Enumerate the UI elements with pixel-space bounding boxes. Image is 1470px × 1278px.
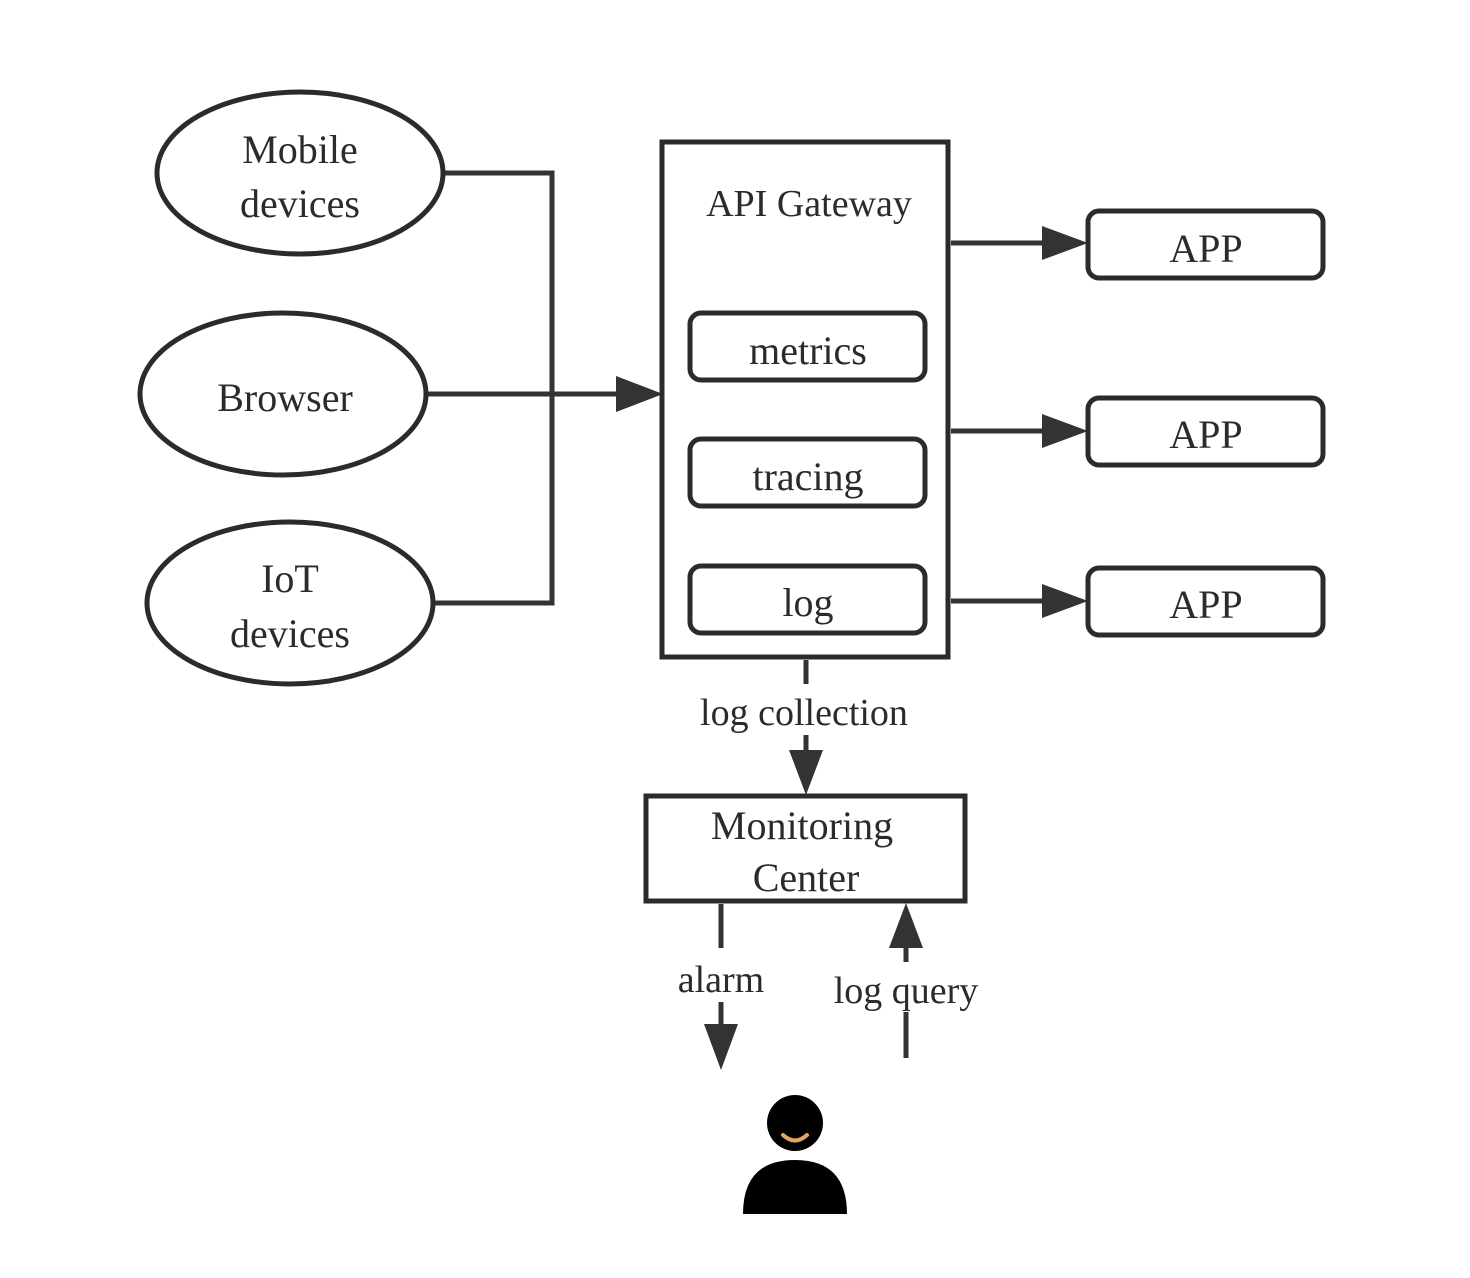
gateway-module-log: log [687, 563, 928, 636]
browser-label: Browser [217, 375, 353, 420]
app-node-2: APP [1085, 395, 1326, 468]
iot-devices-node: IoT devices [144, 519, 436, 687]
monitoring-center-label-line2: Center [753, 855, 860, 900]
monitoring-center-node: Monitoring Center [643, 793, 968, 904]
alarm-arrowhead [704, 1024, 738, 1070]
mobile-devices-label-line2: devices [240, 181, 360, 226]
app-3-arrowhead [1042, 584, 1088, 618]
monitoring-center-label-line1: Monitoring [711, 803, 893, 848]
app-3-label: APP [1169, 582, 1242, 627]
api-gateway-node: API Gateway metrics tracing log [659, 139, 951, 660]
metrics-label: metrics [749, 328, 867, 373]
app-node-1: APP [1085, 208, 1326, 281]
iot-devices-label-line1: IoT [261, 556, 319, 601]
mobile-connector [443, 170, 555, 394]
log-label: log [782, 580, 833, 625]
app-1-arrowhead [1042, 226, 1088, 260]
alarm-edge: alarm [678, 904, 765, 1070]
app-2-label: APP [1169, 412, 1242, 457]
iot-connector [433, 394, 555, 606]
iot-devices-label-line2: devices [230, 611, 350, 656]
tracing-label: tracing [752, 454, 863, 499]
log-collection-edge: log collection [700, 660, 908, 795]
app-connectors [951, 226, 1088, 618]
log-query-label: log query [834, 970, 979, 1012]
client-connectors [426, 170, 663, 606]
log-collection-label: log collection [700, 692, 908, 734]
mobile-devices-node: Mobile devices [154, 89, 446, 257]
gateway-module-metrics: metrics [687, 310, 928, 383]
log-collection-arrowhead [789, 750, 823, 795]
app-node-3: APP [1085, 565, 1326, 638]
alarm-label: alarm [678, 959, 765, 1001]
api-gateway-title: API Gateway [706, 183, 912, 225]
person-icon [743, 1095, 847, 1214]
log-query-edge: log query [834, 903, 979, 1058]
mobile-devices-label-line1: Mobile [242, 127, 358, 172]
app-2-arrowhead [1042, 414, 1088, 448]
gateway-arrowhead [616, 376, 663, 412]
app-1-label: APP [1169, 226, 1242, 271]
gateway-module-tracing: tracing [687, 436, 928, 509]
log-query-arrowhead [889, 903, 923, 948]
browser-node: Browser [137, 310, 429, 478]
